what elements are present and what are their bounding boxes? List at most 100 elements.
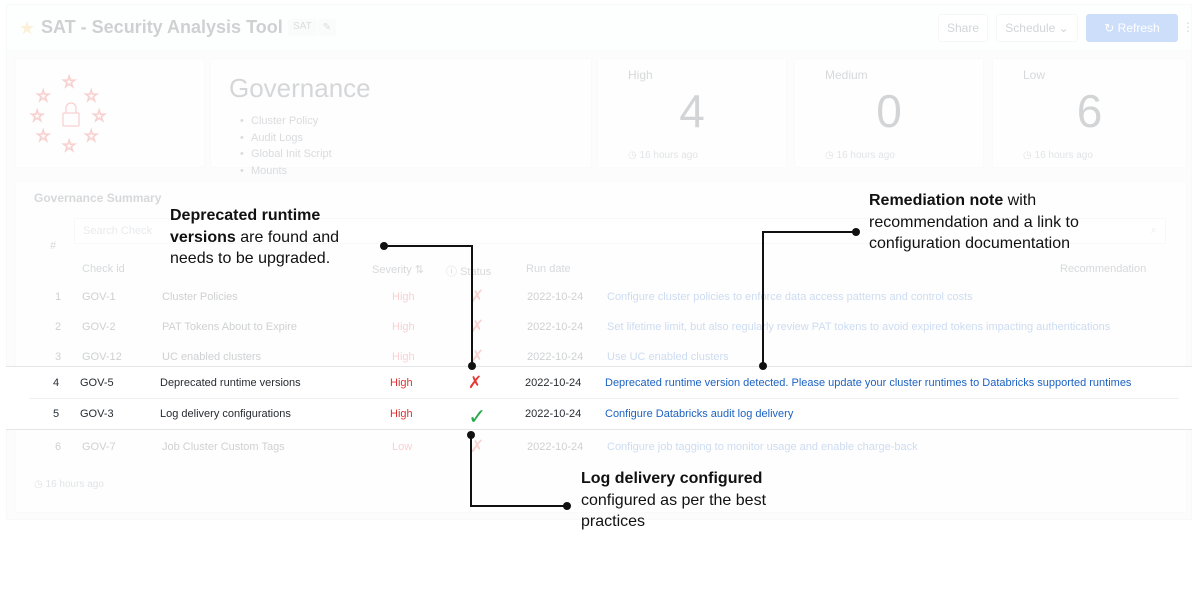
run-date: 2022-10-24 xyxy=(525,408,582,420)
annotation-remediation: Remediation note with recommendation and… xyxy=(869,190,1089,255)
high-counter-card: High 4 ◷ 16 hours ago xyxy=(597,58,787,168)
counter-time-text: 16 hours ago xyxy=(836,150,895,161)
check-name: Cluster Policies xyxy=(162,291,238,303)
counter-value: 4 xyxy=(679,85,705,137)
check-id: GOV-5 xyxy=(80,377,114,389)
row-number-header: # xyxy=(50,240,57,252)
annotation-text: configured as per the best practices xyxy=(581,491,767,531)
low-counter-card: Low 6 ◷ 16 hours ago xyxy=(992,58,1187,168)
check-name: Deprecated runtime versions xyxy=(160,377,301,389)
favorite-star-icon[interactable]: ★ xyxy=(19,18,36,38)
row-number: 5 xyxy=(52,408,60,420)
row-number: 6 xyxy=(54,441,62,453)
column-header-severity[interactable]: Severity ⇅ xyxy=(372,263,424,276)
svg-text:☆: ☆ xyxy=(30,108,44,125)
clock-icon: ◷ xyxy=(628,150,640,161)
svg-text:☆: ☆ xyxy=(62,138,76,155)
recommendation-link[interactable]: Use UC enabled clusters xyxy=(607,351,729,363)
clock-icon: ◷ xyxy=(34,479,46,490)
info-icon: ⓘ xyxy=(446,266,461,278)
list-item: Cluster Policy xyxy=(251,113,332,130)
callout-dot xyxy=(759,362,767,370)
row-number: 1 xyxy=(54,291,62,303)
svg-text:☆: ☆ xyxy=(36,128,50,145)
footer-time-text: 16 hours ago xyxy=(45,479,104,490)
severity: High xyxy=(390,408,413,420)
run-date: 2022-10-24 xyxy=(527,291,584,303)
column-header-run-date[interactable]: Run date xyxy=(526,263,571,275)
search-input[interactable]: Search Check ⌕ xyxy=(74,218,1166,244)
column-header-status[interactable]: ⓘ Status xyxy=(446,263,491,279)
chevron-down-icon: ⌄ xyxy=(1058,21,1069,35)
check-name: PAT Tokens About to Expire xyxy=(162,321,297,333)
check-id: GOV-12 xyxy=(82,351,122,363)
svg-text:☆: ☆ xyxy=(62,74,76,91)
clock-icon: ◷ xyxy=(1023,150,1035,161)
callout-dot xyxy=(563,502,571,510)
highlighted-rows: 4 GOV-5 Deprecated runtime versions High… xyxy=(6,366,1192,430)
fail-icon: ✗ xyxy=(470,437,485,456)
counter-time-text: 16 hours ago xyxy=(639,150,698,161)
severity: High xyxy=(392,291,415,303)
dashboard-tag[interactable]: SAT xyxy=(288,19,317,36)
row-number: 4 xyxy=(52,377,60,389)
governance-title: Governance xyxy=(229,73,371,103)
refresh-label: Refresh xyxy=(1117,21,1160,35)
check-name: UC enabled clusters xyxy=(162,351,262,363)
fail-icon: ✗ xyxy=(470,287,485,306)
fail-icon: ✗ xyxy=(470,347,485,366)
table-row[interactable]: 3 GOV-12 UC enabled clusters High ✗ 2022… xyxy=(32,342,1180,372)
callout-line xyxy=(470,505,566,507)
table-row[interactable]: 6 GOV-7 Job Cluster Custom Tags Low ✗ 20… xyxy=(32,432,1180,462)
dashboard-title: SAT - Security Analysis Tool xyxy=(41,17,283,37)
recommendation-link[interactable]: Configure Databricks audit log delivery xyxy=(605,408,794,420)
annotation-log-delivery: Log delivery configured configured as pe… xyxy=(581,468,791,533)
svg-text:☆: ☆ xyxy=(92,108,106,125)
recommendation-link[interactable]: Set lifetime limit, but also regularly r… xyxy=(607,321,1111,333)
governance-list: Cluster Policy Audit Logs Global Init Sc… xyxy=(251,113,332,179)
counter-label: High xyxy=(628,68,653,82)
severity-header-label: Severity xyxy=(372,264,412,276)
pencil-icon[interactable]: ✎ xyxy=(318,19,336,36)
recommendation-link[interactable]: Configure job tagging to monitor usage a… xyxy=(607,441,918,453)
svg-text:☆: ☆ xyxy=(84,88,98,105)
table-row[interactable]: 2 GOV-2 PAT Tokens About to Expire High … xyxy=(32,312,1180,342)
table-row[interactable]: 5 GOV-3 Log delivery configurations High… xyxy=(30,398,1178,429)
dashboard: ★ SAT - Security Analysis Tool SAT ✎ Sha… xyxy=(6,4,1194,520)
callout-line xyxy=(471,245,473,366)
list-item: Mounts xyxy=(251,163,332,180)
list-item: Global Init Script xyxy=(251,146,332,163)
clock-icon: ◷ xyxy=(825,150,837,161)
check-id: GOV-7 xyxy=(82,441,116,453)
callout-line xyxy=(763,231,855,233)
sort-icon: ⇅ xyxy=(411,264,425,276)
eu-stars-lock-icon: ☆ ☆ ☆ ☆ ☆ ☆ ☆ ☆ xyxy=(29,73,107,155)
check-name: Log delivery configurations xyxy=(160,408,291,420)
search-icon: ⌕ xyxy=(1150,224,1157,236)
counter-time: ◷ 16 hours ago xyxy=(628,150,698,161)
annotation-bold: Deprecated runtime versions xyxy=(170,207,321,246)
severity: High xyxy=(392,321,415,333)
table-row[interactable]: 4 GOV-5 Deprecated runtime versions High… xyxy=(30,368,1178,398)
table-row[interactable]: 1 GOV-1 Cluster Policies High ✗ 2022-10-… xyxy=(32,282,1180,312)
more-options-icon[interactable]: ⋮ xyxy=(1182,20,1194,34)
column-header-check-id[interactable]: Check id xyxy=(82,263,125,275)
share-button[interactable]: Share xyxy=(938,14,988,42)
medium-counter-card: Medium 0 ◷ 16 hours ago xyxy=(794,58,984,168)
severity: High xyxy=(390,377,413,389)
counter-label: Medium xyxy=(825,68,868,82)
refresh-icon: ↻ xyxy=(1104,21,1118,35)
summary-title: Governance Summary xyxy=(34,191,162,205)
schedule-label: Schedule xyxy=(1005,21,1056,35)
callout-dot xyxy=(852,228,860,236)
recommendation-link[interactable]: Configure cluster policies to enforce da… xyxy=(607,291,973,303)
column-header-recommendation[interactable]: Recommendation xyxy=(1060,263,1147,275)
security-logo-card: ☆ ☆ ☆ ☆ ☆ ☆ ☆ ☆ xyxy=(15,58,205,168)
recommendation-link[interactable]: Deprecated runtime version detected. Ple… xyxy=(605,377,1132,389)
schedule-button[interactable]: Schedule ⌄ xyxy=(996,14,1078,42)
row-number: 2 xyxy=(54,321,62,333)
callout-line xyxy=(470,435,472,506)
check-id: GOV-3 xyxy=(80,408,114,420)
refresh-button[interactable]: ↻ Refresh xyxy=(1086,14,1178,42)
svg-text:☆: ☆ xyxy=(36,88,50,105)
